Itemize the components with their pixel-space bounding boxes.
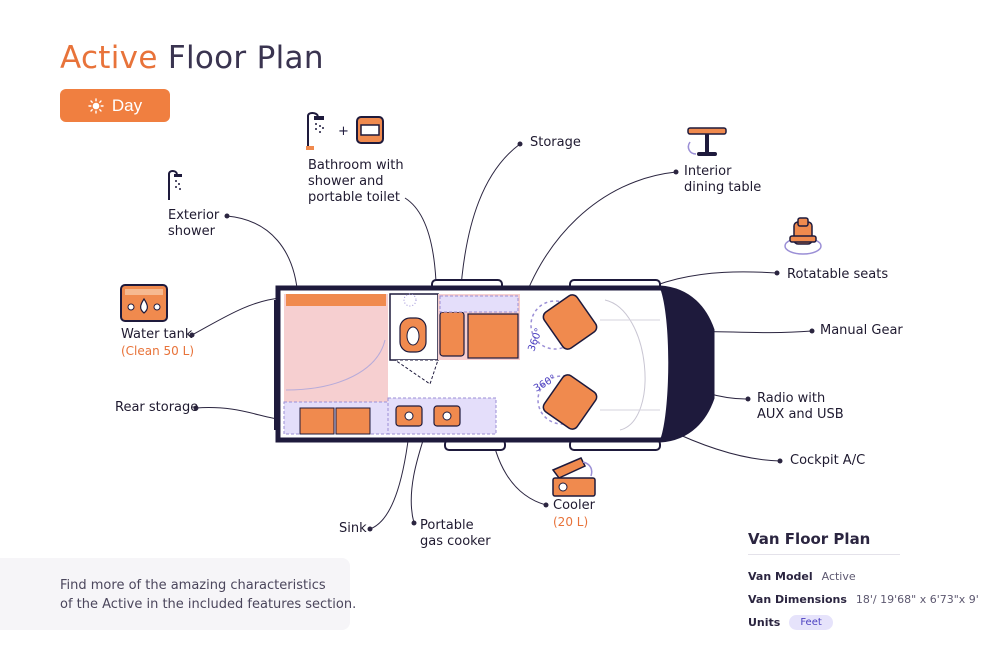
leader-water-tank xyxy=(191,297,283,336)
features-note-text: Find more of the amazing characteristics… xyxy=(60,576,356,614)
label-water-tank-main: Water tank xyxy=(121,327,193,342)
day-mode-button[interactable]: Day xyxy=(60,89,170,122)
label-gas-cooker: Portable gas cooker xyxy=(420,518,491,550)
spec-key-dimensions: Van Dimensions xyxy=(748,593,847,606)
label-cockpit-ac: Cockpit A/C xyxy=(790,453,866,468)
spec-key-units: Units xyxy=(748,616,781,629)
label-water-tank: Water tank (Clean 50 L) xyxy=(121,327,194,359)
label-exterior-shower: Exterior shower xyxy=(168,208,219,240)
label-cooler-sub: (20 L) xyxy=(553,515,589,529)
title-rest: Floor Plan xyxy=(167,40,324,76)
label-water-tank-sub: (Clean 50 L) xyxy=(121,344,195,358)
label-gas-cooker-line1: Portable xyxy=(420,518,474,533)
day-button-label: Day xyxy=(111,95,143,115)
seat-icon xyxy=(784,217,822,255)
label-bathroom-line3: portable toilet xyxy=(308,190,400,205)
label-dining-table: Interior dining table xyxy=(684,164,761,196)
label-rotatable-seats: Rotatable seats xyxy=(787,267,889,282)
water-tank-icon xyxy=(120,284,168,322)
note-line1: Find more of the amazing characteristics xyxy=(60,578,326,593)
note-line2: of the Active in the included features s… xyxy=(60,597,357,612)
units-pill[interactable]: Feet xyxy=(789,615,833,630)
spec-row-model: Van Model Active xyxy=(748,570,856,583)
label-radio: Radio with AUX and USB xyxy=(757,391,844,423)
plus-sign: + xyxy=(338,124,349,139)
leader-exterior-shower xyxy=(226,215,299,299)
leader-rear-storage xyxy=(195,407,286,421)
page-title: Active Floor Plan xyxy=(60,40,324,76)
label-exterior-shower-line2: shower xyxy=(168,224,215,239)
label-bathroom-line1: Bathroom with xyxy=(308,158,404,173)
label-bathroom: Bathroom with shower and portable toilet xyxy=(308,158,404,206)
leader-storage xyxy=(459,143,521,301)
label-sink: Sink xyxy=(339,521,367,536)
label-manual-gear: Manual Gear xyxy=(820,323,903,338)
spec-row-units: Units Feet xyxy=(748,615,833,630)
label-bathroom-line2: shower and xyxy=(308,174,384,189)
label-storage: Storage xyxy=(530,135,581,150)
sun-icon xyxy=(88,97,104,114)
spec-heading: Van Floor Plan xyxy=(748,530,871,548)
leader-dots xyxy=(189,141,815,532)
spec-value-model: Active xyxy=(821,570,856,583)
label-dining-line2: dining table xyxy=(684,180,762,195)
label-dining-line1: Interior xyxy=(684,164,732,179)
table-icon xyxy=(687,127,727,156)
spec-key-model: Van Model xyxy=(748,570,813,583)
exterior-shower-icon xyxy=(168,170,182,200)
spec-value-dimensions: 18'/ 19'68" x 6'73"x 9' xyxy=(855,593,979,606)
label-cooler: Cooler (20 L) xyxy=(553,498,595,530)
label-radio-line2: AUX and USB xyxy=(757,407,844,422)
interior-zones xyxy=(283,293,660,435)
spec-row-dimensions: Van Dimensions 18'/ 19'68" x 6'73"x 9' xyxy=(748,593,979,606)
spec-divider xyxy=(748,554,900,555)
label-radio-line1: Radio with xyxy=(757,391,826,406)
cooler-icon xyxy=(551,457,596,497)
label-exterior-shower-line1: Exterior xyxy=(168,208,220,223)
title-accent: Active xyxy=(60,40,158,76)
label-rear-storage: Rear storage xyxy=(115,400,199,415)
label-cooler-main: Cooler xyxy=(553,498,595,513)
label-gas-cooker-line2: gas cooker xyxy=(420,534,491,549)
shower-icon xyxy=(306,112,324,150)
features-note: Find more of the amazing characteristics… xyxy=(0,558,356,630)
toilet-icon xyxy=(356,116,384,144)
van-spec-panel: Van Floor Plan Van Model Active Van Dime… xyxy=(748,530,979,630)
